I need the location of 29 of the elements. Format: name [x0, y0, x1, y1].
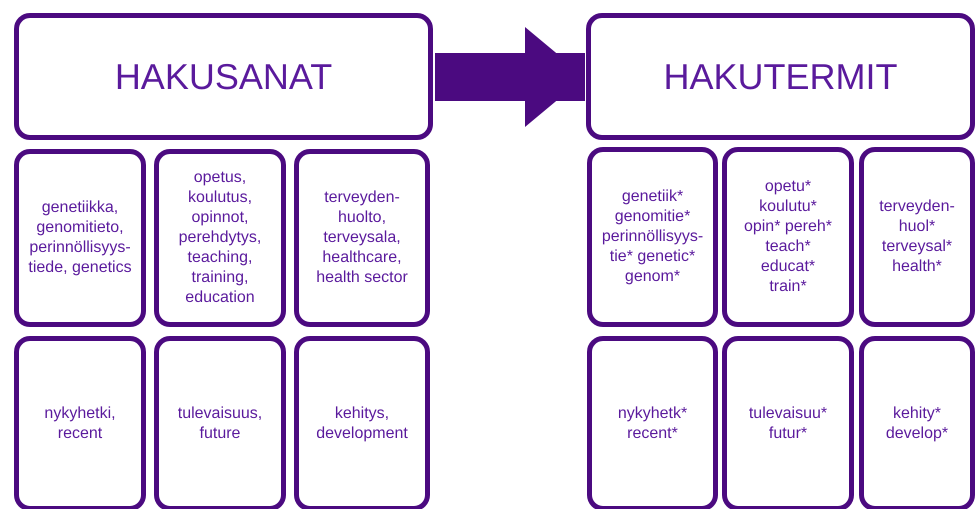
title-box	[586, 13, 975, 140]
block-arrow	[435, 27, 585, 127]
term-card	[859, 147, 975, 327]
term-list: nykyhetki, recent	[25, 404, 135, 444]
term-card	[14, 149, 146, 327]
term-card	[587, 336, 718, 509]
title-box	[14, 13, 433, 140]
term-list: nykyhetk* recent*	[598, 404, 708, 444]
term-card	[859, 336, 975, 509]
term-list: terveyden- huol* terveysal* health*	[867, 197, 967, 277]
term-list: genetiikka, genomitieto, perinnöllisyys- tiede, genetics	[25, 198, 135, 278]
term-card	[294, 149, 430, 327]
term-card	[154, 336, 286, 509]
term-list: tulevaisuus, future	[165, 404, 275, 444]
title-text: HAKUSANAT	[114, 56, 332, 96]
term-card	[14, 336, 146, 509]
term-card	[294, 336, 430, 509]
term-list: terveyden- huolto, terveysala, healthcare, health sector	[307, 188, 417, 288]
term-list: kehity* develop*	[867, 404, 967, 444]
term-list: kehitys, development	[307, 404, 417, 444]
term-list: tulevaisuu* futur*	[733, 404, 843, 444]
term-list: genetiik* genomitie* perinnöllisyys- tie* genetic* genom*	[600, 187, 706, 287]
term-list: opetus, koulutus, opinnot, perehdytys, teaching, training, education	[165, 168, 275, 308]
title-text: HAKUTERMIT	[664, 56, 898, 96]
term-list: opetu* koulutu* opin* pereh* teach* educat* train*	[740, 177, 836, 297]
term-card	[154, 149, 286, 327]
term-card	[587, 147, 718, 327]
term-card	[722, 147, 854, 327]
term-card	[722, 336, 854, 509]
